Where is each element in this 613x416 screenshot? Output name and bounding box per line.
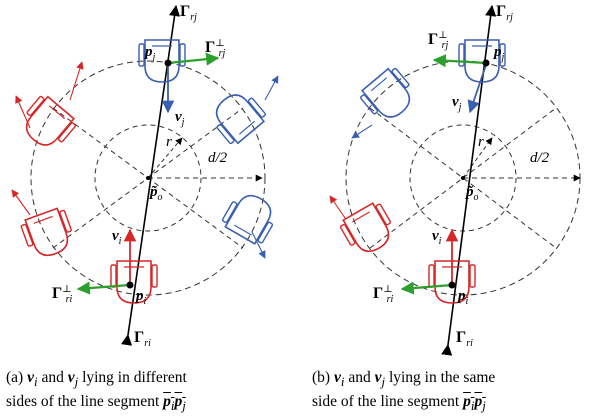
svg-text:p̃o: p̃o [148, 184, 163, 203]
gamma-ri-perp-arrow-a [76, 281, 131, 295]
caption-b: (b) vi and vj lying in the same side of … [312, 369, 496, 414]
svg-text:pi: pi [134, 288, 147, 307]
svg-text:r: r [166, 134, 172, 150]
svg-text:vj: vj [175, 109, 185, 128]
svg-text:vj: vj [452, 94, 462, 113]
svg-text:pj: pj [143, 44, 156, 63]
svg-text:Γrj: Γrj [496, 3, 513, 23]
figure: Γrj Γ⊥rj pj vj r d/2 p̃o vi Γ⊥ri pi Γri … [11, 3, 581, 356]
v-j-arrow-b [467, 64, 487, 114]
svg-text:p̃o: p̃o [464, 184, 479, 203]
gamma-rj-perp-arrow-a [167, 52, 220, 66]
svg-text:Γri: Γri [456, 329, 473, 349]
svg-text:pi: pi [456, 288, 469, 307]
svg-text:Γ⊥rj: Γ⊥rj [428, 30, 448, 51]
svg-text:Γ⊥rj: Γ⊥rj [205, 38, 225, 59]
svg-text:pj: pj [492, 44, 505, 63]
gamma-rj-perp-arrow-b [432, 54, 487, 68]
gamma-ri-perp-arrow-b [400, 281, 453, 295]
panel-b: Γrj Γ⊥rj pj vj r d/2 p̃o vi Γ⊥ri pi Γri [329, 3, 581, 356]
svg-text:Γ⊥ri: Γ⊥ri [373, 284, 393, 305]
gamma-line-b [441, 4, 497, 356]
svg-text:Γri: Γri [134, 329, 151, 349]
svg-text:Γrj: Γrj [180, 3, 197, 23]
svg-text:vi: vi [432, 228, 442, 247]
caption-a: (a) vi and vj lying in different sides o… [6, 369, 187, 414]
svg-text:r: r [478, 134, 484, 150]
svg-text:d/2: d/2 [208, 150, 228, 166]
panel-a: Γrj Γ⊥rj pj vj r d/2 p̃o vi Γ⊥ri pi Γri [11, 3, 282, 349]
svg-text:vi: vi [112, 228, 122, 247]
svg-text:Γ⊥ri: Γ⊥ri [52, 284, 72, 305]
svg-text:d/2: d/2 [530, 150, 550, 166]
